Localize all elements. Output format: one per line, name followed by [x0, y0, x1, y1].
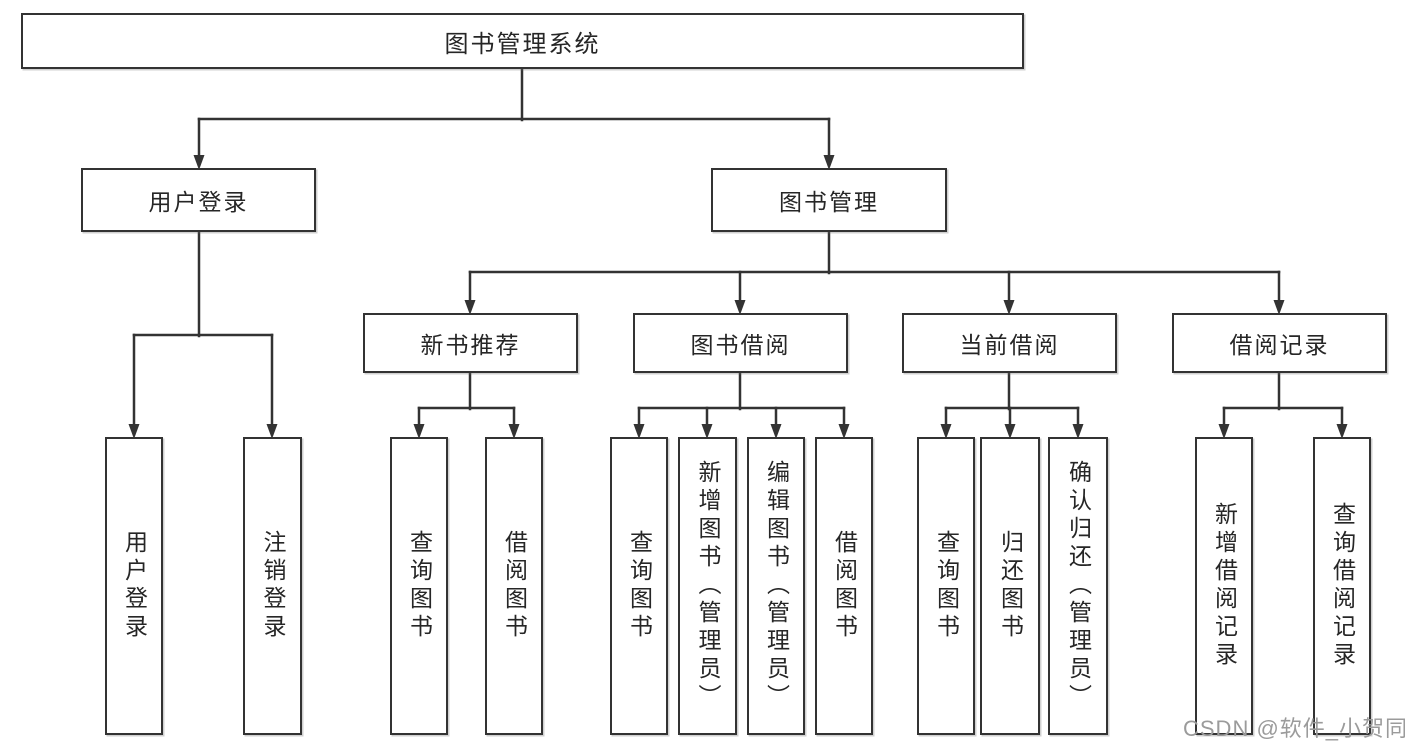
leaf-confirm-return-admin: 确认归还（管理员） — [1048, 437, 1108, 735]
node-book-management: 图书管理 — [711, 168, 947, 232]
node-current-borrowing: 当前借阅 — [902, 313, 1117, 373]
node-borrow-records-label: 借阅记录 — [1229, 332, 1330, 358]
leaf-recommend-borrow-books-label: 借阅图书 — [501, 530, 528, 642]
leaf-borrowing-query-books: 查询图书 — [610, 437, 668, 735]
leaf-borrowing-query-books-label: 查询图书 — [626, 530, 653, 642]
node-borrow-records: 借阅记录 — [1172, 313, 1387, 373]
node-book-management-label: 图书管理 — [779, 189, 879, 215]
node-library-management-system: 图书管理系统 — [21, 13, 1024, 69]
leaf-query-borrow-record: 查询借阅记录 — [1313, 437, 1371, 735]
leaf-add-books-admin: 新增图书（管理员） — [678, 437, 737, 735]
node-library-management-system-label: 图书管理系统 — [444, 30, 601, 58]
leaf-add-borrow-record: 新增借阅记录 — [1195, 437, 1253, 735]
leaf-logout: 注销登录 — [243, 437, 302, 735]
node-current-borrowing-label: 当前借阅 — [959, 332, 1060, 358]
leaf-recommend-query-books-label: 查询图书 — [406, 530, 433, 642]
leaf-add-borrow-record-label: 新增借阅记录 — [1211, 502, 1238, 670]
leaf-user-login: 用户登录 — [105, 437, 163, 735]
leaf-return-books: 归还图书 — [980, 437, 1040, 735]
node-user-login: 用户登录 — [81, 168, 316, 232]
node-user-login-label: 用户登录 — [148, 189, 249, 215]
leaf-recommend-query-books: 查询图书 — [390, 437, 448, 735]
node-book-borrowing-label: 图书借阅 — [690, 332, 791, 358]
node-new-book-recommend: 新书推荐 — [363, 313, 578, 373]
leaf-edit-books-admin: 编辑图书（管理员） — [747, 437, 805, 735]
node-new-book-recommend-label: 新书推荐 — [420, 332, 521, 358]
leaf-confirm-return-admin-label: 确认归还（管理员） — [1065, 460, 1092, 712]
leaf-return-books-label: 归还图书 — [997, 530, 1024, 642]
csdn-watermark: CSDN @软件_小贺同学 — [1183, 716, 1405, 741]
leaf-borrowing-borrow-books: 借阅图书 — [815, 437, 873, 735]
leaf-current-query-books: 查询图书 — [917, 437, 975, 735]
leaf-logout-label: 注销登录 — [260, 530, 286, 642]
leaf-current-query-books-label: 查询图书 — [933, 530, 960, 642]
node-book-borrowing: 图书借阅 — [633, 313, 848, 373]
leaf-borrowing-borrow-books-label: 借阅图书 — [831, 530, 858, 642]
leaf-edit-books-admin-label: 编辑图书（管理员） — [763, 460, 790, 712]
leaf-user-login-label: 用户登录 — [121, 530, 148, 642]
leaf-query-borrow-record-label: 查询借阅记录 — [1329, 502, 1356, 670]
leaf-add-books-admin-label: 新增图书（管理员） — [695, 460, 721, 712]
leaf-recommend-borrow-books: 借阅图书 — [485, 437, 543, 735]
